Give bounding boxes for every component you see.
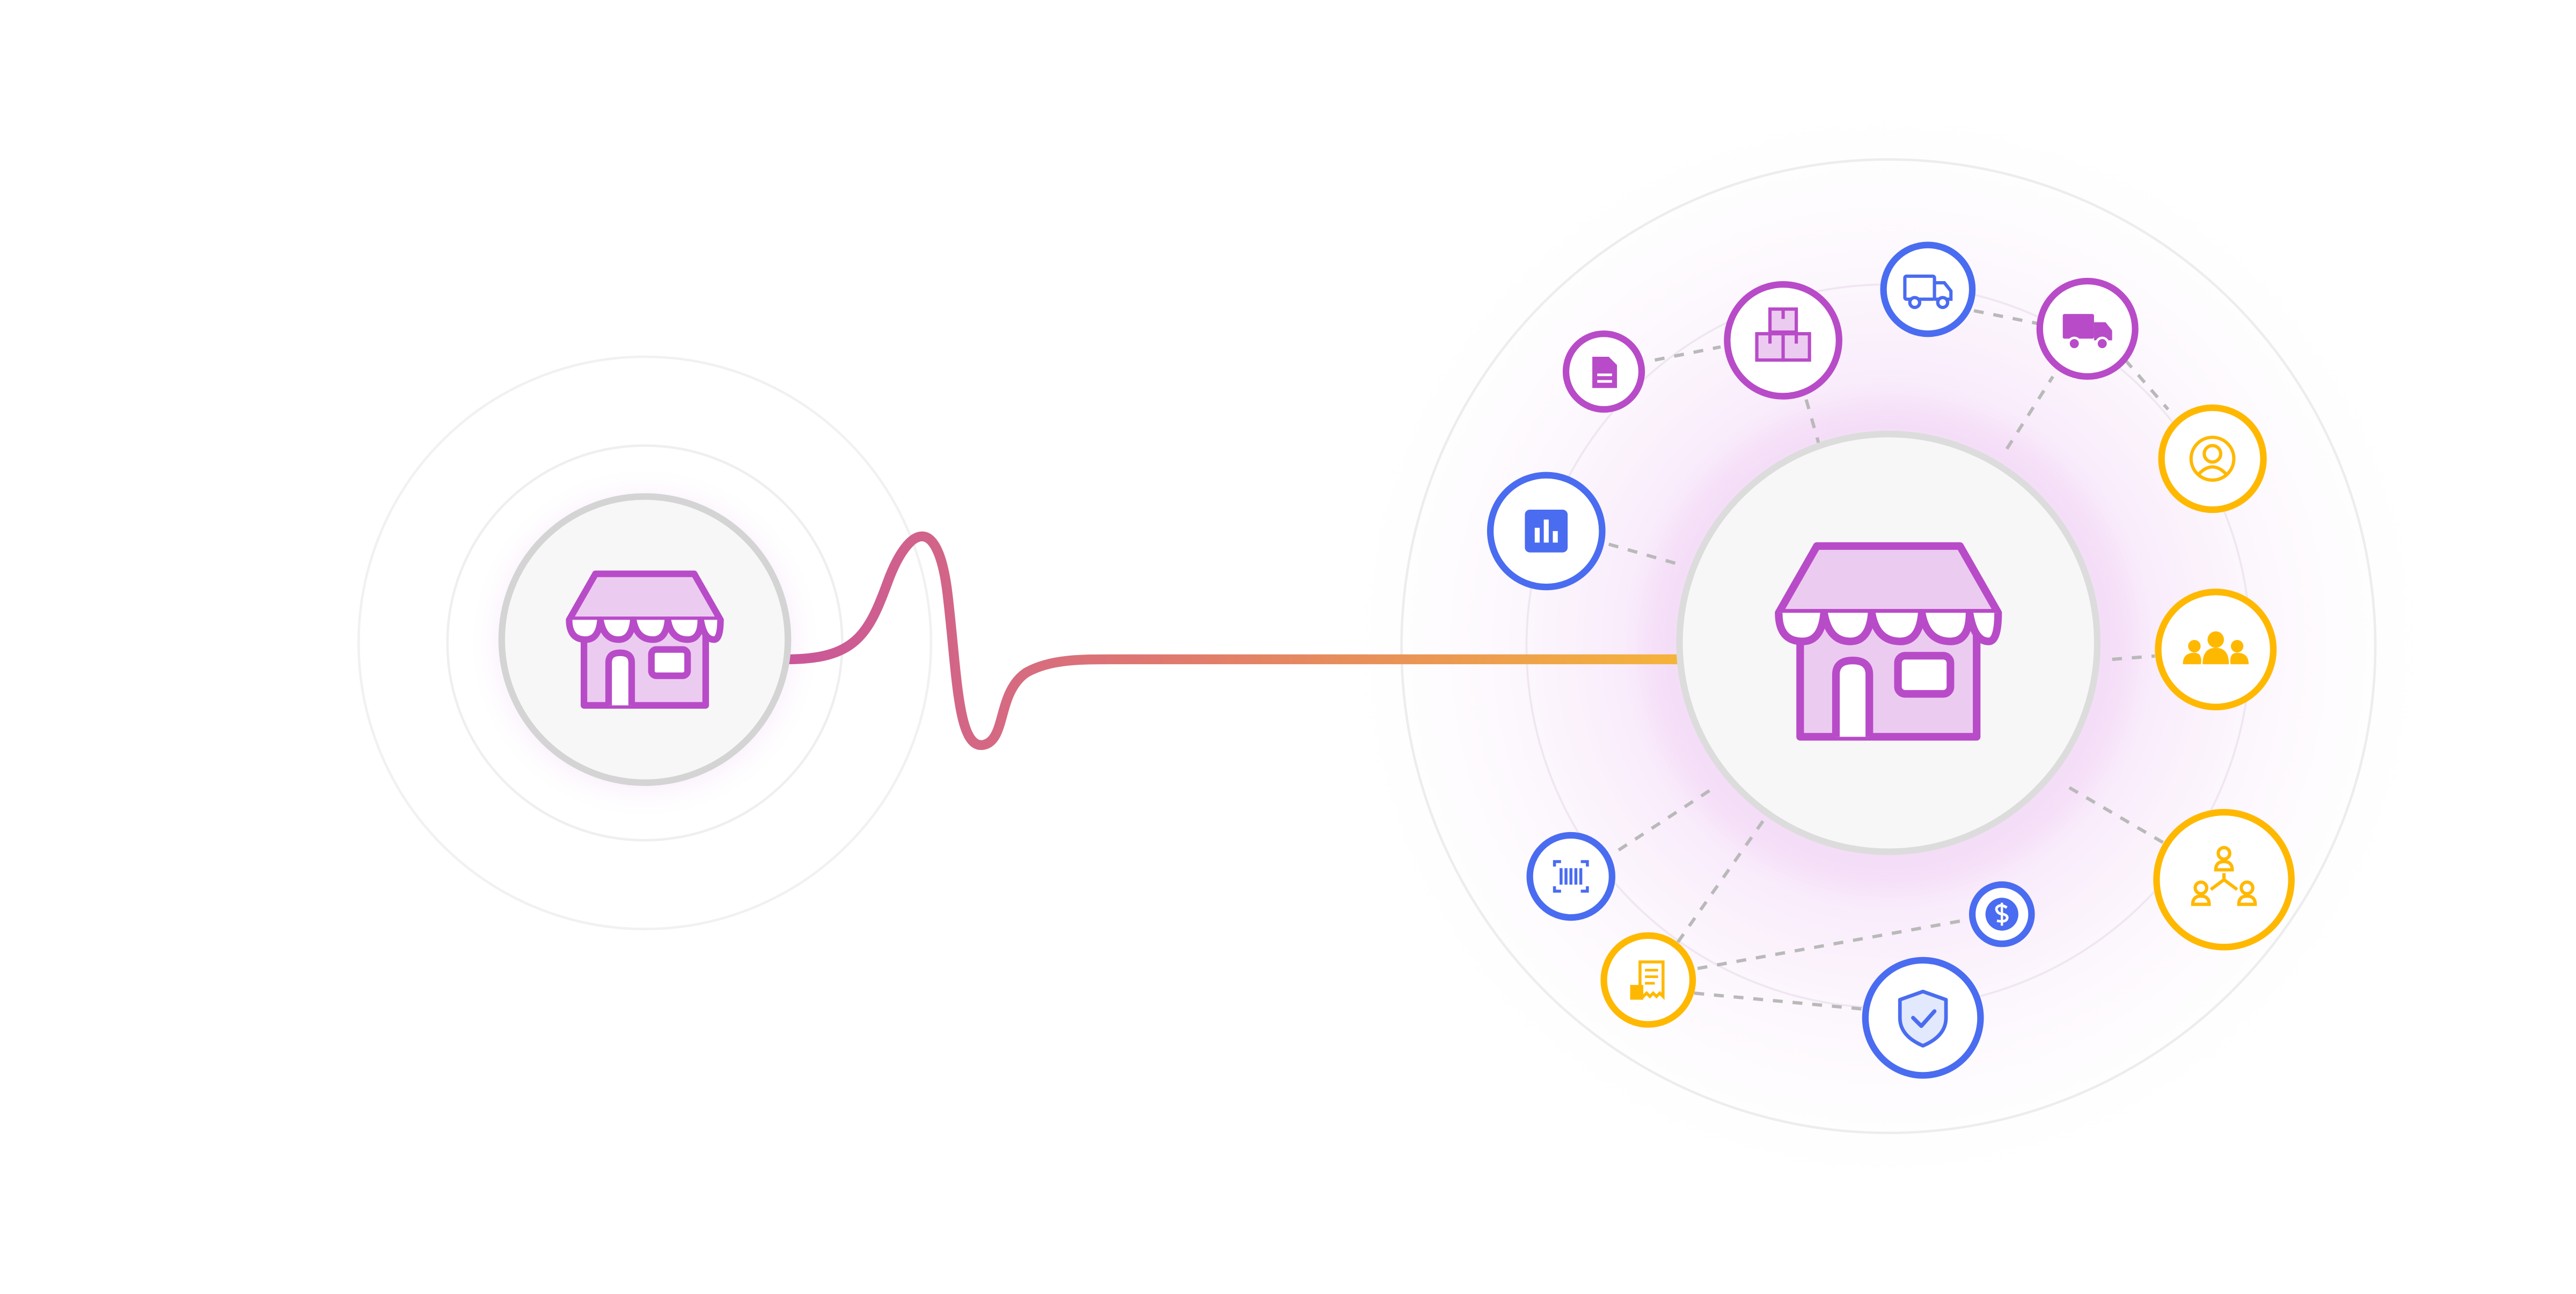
satellite-truck-outline[interactable]: [1880, 241, 1976, 337]
dollar-coin-icon: [1985, 898, 2018, 931]
barcode-scanner-icon: [1553, 860, 1589, 893]
network-links: [1608, 309, 2170, 1011]
truck-outline-icon: [1903, 274, 1953, 310]
connector-line: [781, 531, 1686, 750]
satellite-boxes[interactable]: [1724, 281, 1842, 400]
satellite-document[interactable]: [1562, 330, 1645, 413]
left-store-node[interactable]: [498, 493, 792, 786]
store-icon: [566, 570, 724, 709]
satellite-truck-filled[interactable]: [2036, 277, 2139, 380]
user-circle-icon: [2189, 436, 2236, 482]
receipt-icon: [1630, 960, 1665, 1001]
boxes-icon: [1755, 307, 1811, 362]
satellite-barcode[interactable]: [1526, 832, 1615, 921]
right-hub-node[interactable]: [1676, 430, 2101, 855]
org-hierarchy-icon: [2191, 845, 2257, 906]
satellite-shield[interactable]: [1862, 957, 1984, 1079]
store-icon: [1775, 542, 2002, 741]
shield-check-icon: [1898, 989, 1948, 1048]
satellite-receipt[interactable]: [1600, 932, 1696, 1028]
satellite-chart[interactable]: [1487, 472, 1606, 591]
bar-chart-icon: [1525, 510, 1568, 553]
satellite-dollar[interactable]: [1968, 881, 2035, 947]
truck-filled-icon: [2062, 314, 2112, 351]
satellite-hierarchy[interactable]: [2153, 808, 2295, 951]
satellite-user-circle[interactable]: [2158, 404, 2267, 513]
team-icon: [2183, 631, 2249, 665]
satellite-team[interactable]: [2155, 589, 2277, 711]
document-icon: [1592, 357, 1618, 388]
